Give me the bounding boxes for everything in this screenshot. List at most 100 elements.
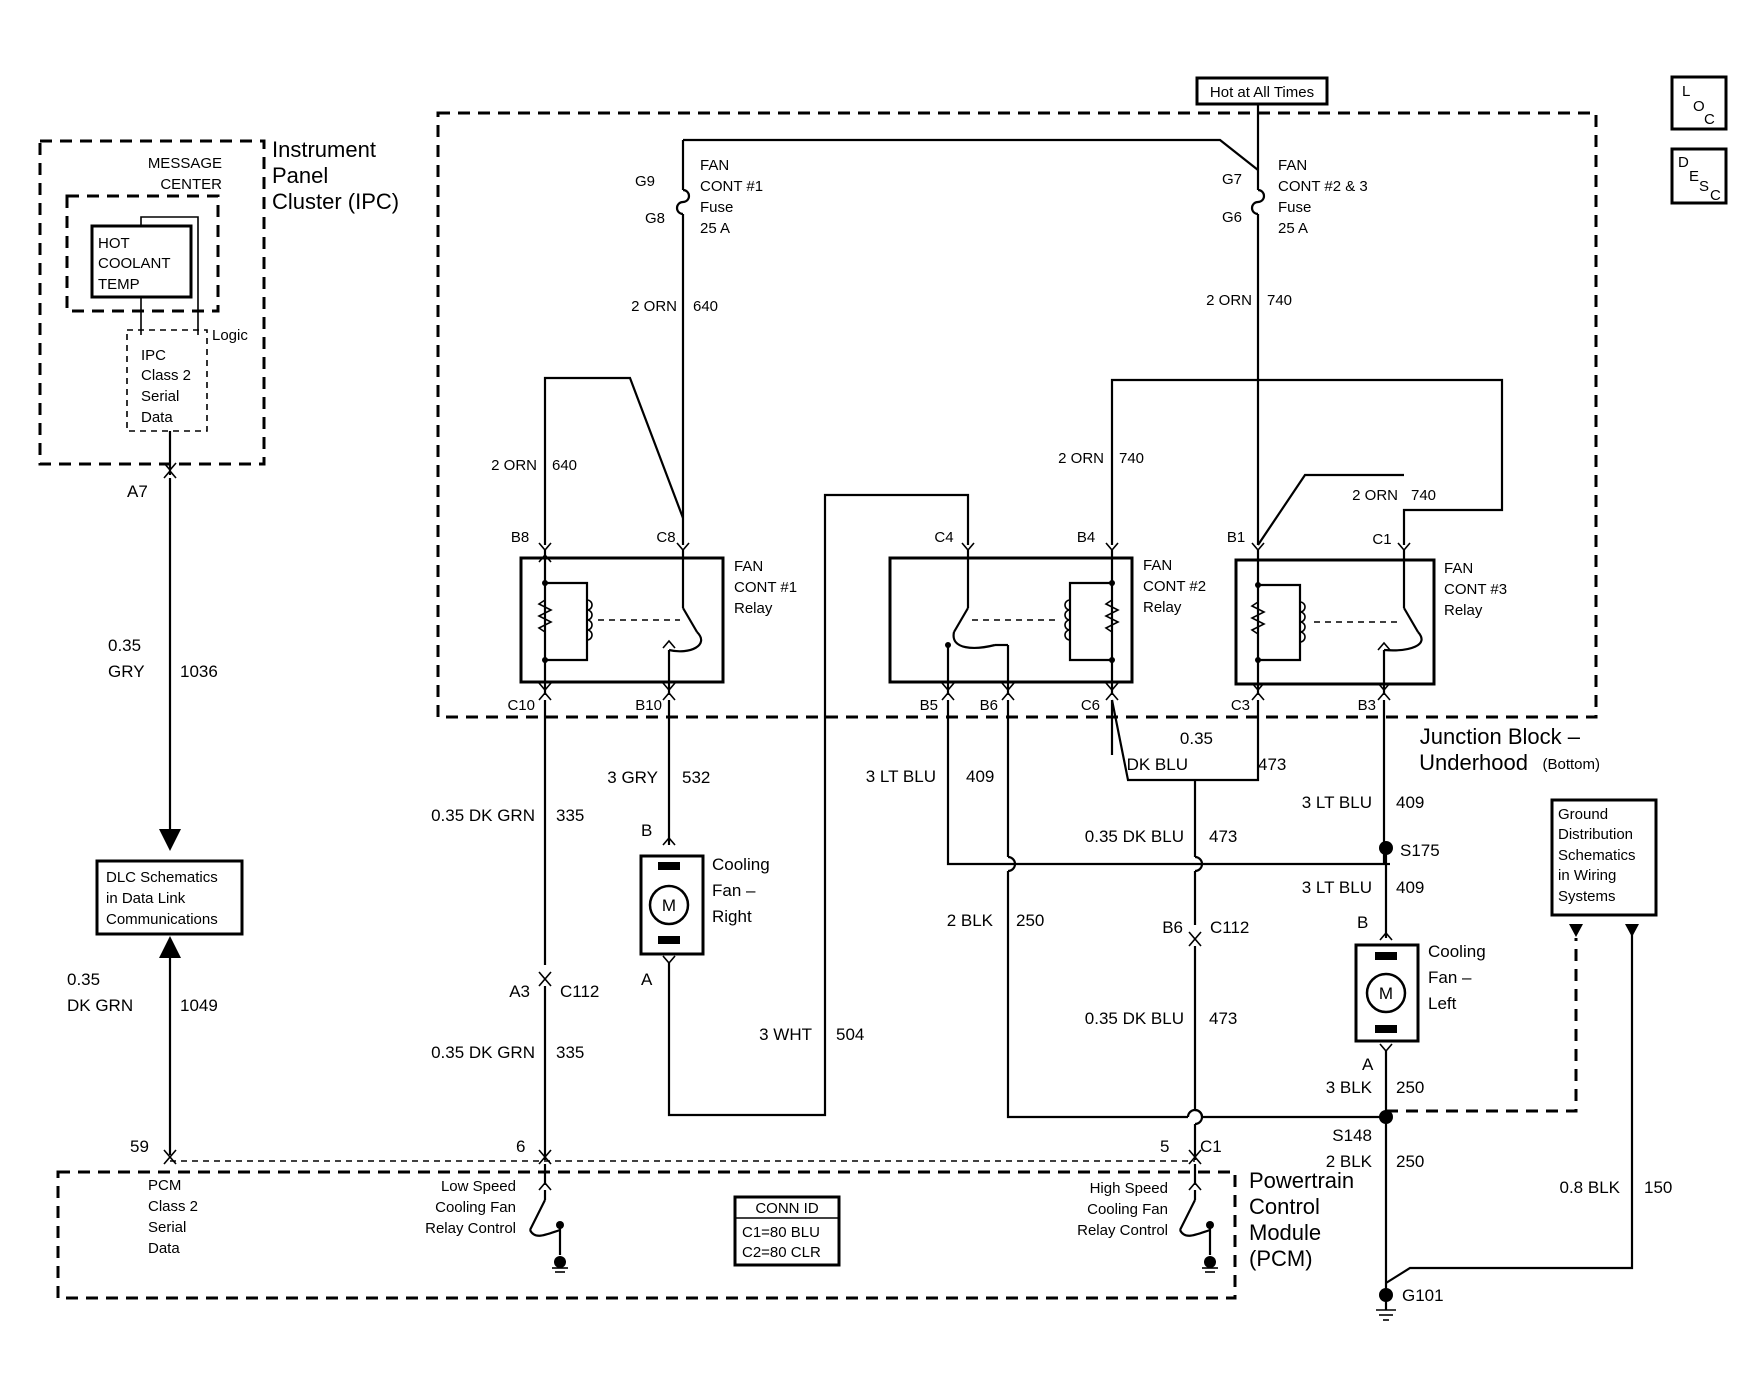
svg-text:M: M <box>662 896 676 915</box>
svg-text:DLC Schematics: DLC Schematics <box>106 869 218 886</box>
svg-text:0.35: 0.35 <box>67 970 100 989</box>
svg-text:Ground: Ground <box>1558 806 1608 823</box>
svg-text:O: O <box>1693 98 1705 115</box>
svg-text:DK GRN: DK GRN <box>67 996 133 1015</box>
svg-text:MESSAGE: MESSAGE <box>148 155 222 172</box>
ground-distribution-reference[interactable]: Ground Distribution Schematics in Wiring… <box>1550 798 1658 917</box>
hot-at-all-times-box: Hot at All Times <box>1195 76 1329 106</box>
svg-text:B1: B1 <box>1227 529 1245 546</box>
svg-text:COOLANT: COOLANT <box>98 255 171 272</box>
svg-text:Fan –: Fan – <box>712 881 756 900</box>
svg-text:Cooling Fan: Cooling Fan <box>435 1199 516 1216</box>
svg-text:C4: C4 <box>934 529 953 546</box>
svg-text:504: 504 <box>836 1025 864 1044</box>
svg-text:2 BLK: 2 BLK <box>1326 1152 1373 1171</box>
svg-text:(PCM): (PCM) <box>1249 1246 1313 1271</box>
svg-text:CONN ID: CONN ID <box>755 1200 819 1217</box>
svg-text:C8: C8 <box>656 529 675 546</box>
svg-text:IPC: IPC <box>141 347 166 364</box>
junction-block-subtitle: Underhood <box>1419 750 1528 775</box>
relay-fan-cont-1: B8 C8 FAN CONT #1 Relay C10 B10 <box>507 529 797 714</box>
svg-text:740: 740 <box>1119 450 1144 467</box>
svg-text:B4: B4 <box>1077 529 1095 546</box>
svg-text:409: 409 <box>1396 793 1424 812</box>
pcm-boundary <box>56 1170 1237 1300</box>
svg-text:Cooling: Cooling <box>712 855 770 874</box>
svg-text:C112: C112 <box>560 982 599 1001</box>
svg-text:C1: C1 <box>1200 1137 1222 1156</box>
svg-text:S: S <box>1699 178 1709 195</box>
svg-text:2 ORN: 2 ORN <box>1206 292 1252 309</box>
svg-text:2 ORN: 2 ORN <box>1352 487 1398 504</box>
svg-text:150: 150 <box>1644 1178 1672 1197</box>
svg-text:Class 2: Class 2 <box>148 1198 198 1215</box>
svg-text:B: B <box>641 821 652 840</box>
svg-text:473: 473 <box>1258 755 1286 774</box>
svg-text:473: 473 <box>1209 1009 1237 1028</box>
svg-text:FAN: FAN <box>734 558 763 575</box>
svg-text:3 LT BLU: 3 LT BLU <box>1302 793 1372 812</box>
svg-text:C6: C6 <box>1081 697 1100 714</box>
svg-text:Communications: Communications <box>106 911 218 928</box>
svg-text:in Wiring: in Wiring <box>1558 867 1616 884</box>
svg-text:0.35 DK GRN: 0.35 DK GRN <box>431 806 535 825</box>
svg-text:A3: A3 <box>509 982 530 1001</box>
junction-block-note: (Bottom) <box>1542 756 1600 773</box>
svg-text:2 BLK: 2 BLK <box>947 911 994 930</box>
svg-text:Fuse: Fuse <box>700 199 733 216</box>
svg-text:B10: B10 <box>635 697 662 714</box>
svg-text:3 WHT: 3 WHT <box>759 1025 812 1044</box>
svg-text:3 BLK: 3 BLK <box>1326 1078 1373 1097</box>
svg-text:2 ORN: 2 ORN <box>491 457 537 474</box>
svg-text:C10: C10 <box>507 697 535 714</box>
svg-text:G9: G9 <box>635 173 655 190</box>
ipc-title: Instrument <box>272 137 376 162</box>
svg-text:FAN: FAN <box>1278 157 1307 174</box>
svg-text:FAN: FAN <box>700 157 729 174</box>
svg-text:C2=80 CLR: C2=80 CLR <box>742 1244 821 1261</box>
ipc-boundary <box>38 139 266 466</box>
svg-text:25 A: 25 A <box>700 220 730 237</box>
svg-text:Data: Data <box>148 1240 180 1257</box>
svg-text:335: 335 <box>556 1043 584 1062</box>
svg-text:0.8 BLK: 0.8 BLK <box>1560 1178 1621 1197</box>
svg-text:D: D <box>1678 154 1689 171</box>
svg-text:3 GRY: 3 GRY <box>607 768 658 787</box>
svg-text:409: 409 <box>966 767 994 786</box>
svg-text:A7: A7 <box>127 482 148 501</box>
svg-text:1036: 1036 <box>180 662 218 681</box>
svg-text:CONT #1: CONT #1 <box>734 579 797 596</box>
svg-text:Relay: Relay <box>1444 602 1483 619</box>
desc-icon[interactable]: D E S C <box>1670 147 1728 205</box>
svg-text:Relay: Relay <box>734 600 773 617</box>
svg-text:250: 250 <box>1396 1078 1424 1097</box>
svg-text:335: 335 <box>556 806 584 825</box>
svg-text:G101: G101 <box>1402 1286 1444 1305</box>
svg-text:Serial: Serial <box>141 388 179 405</box>
dlc-reference-box[interactable]: DLC Schematics in Data Link Communicatio… <box>95 859 244 936</box>
cooling-fan-left-motor: B M A Cooling Fan – Left <box>1354 913 1486 1074</box>
svg-text:Class 2: Class 2 <box>141 367 191 384</box>
ground-g101: G101 <box>1376 1286 1444 1321</box>
relay-fan-cont-3: B1 C1 FAN CONT #3 Relay C3 B3 <box>1227 529 1507 714</box>
svg-text:G6: G6 <box>1222 209 1242 226</box>
high-speed-relay-control: High Speed Cooling Fan Relay Control <box>1077 1164 1218 1273</box>
svg-text:Left: Left <box>1428 994 1457 1013</box>
svg-text:Logic: Logic <box>212 327 248 344</box>
svg-text:2 ORN: 2 ORN <box>631 298 677 315</box>
svg-text:0.35 DK BLU: 0.35 DK BLU <box>1085 1009 1184 1028</box>
junction-block-title: Junction Block – <box>1420 724 1581 749</box>
svg-text:A: A <box>1362 1055 1374 1074</box>
svg-text:0.35: 0.35 <box>1180 729 1213 748</box>
svg-text:740: 740 <box>1411 487 1436 504</box>
fuse-fan-cont-2-3: G7 G6 FAN CONT #2 & 3 Fuse 25 A <box>1222 157 1368 545</box>
conn-id-box: CONN ID C1=80 BLU C2=80 CLR <box>733 1195 841 1267</box>
svg-text:740: 740 <box>1267 292 1292 309</box>
svg-text:PCM: PCM <box>148 1177 181 1194</box>
loc-icon[interactable]: L O C <box>1670 75 1728 131</box>
svg-text:640: 640 <box>552 457 577 474</box>
svg-text:0.35 DK BLU: 0.35 DK BLU <box>1085 827 1184 846</box>
svg-text:6: 6 <box>516 1137 525 1156</box>
svg-text:CENTER: CENTER <box>160 176 222 193</box>
